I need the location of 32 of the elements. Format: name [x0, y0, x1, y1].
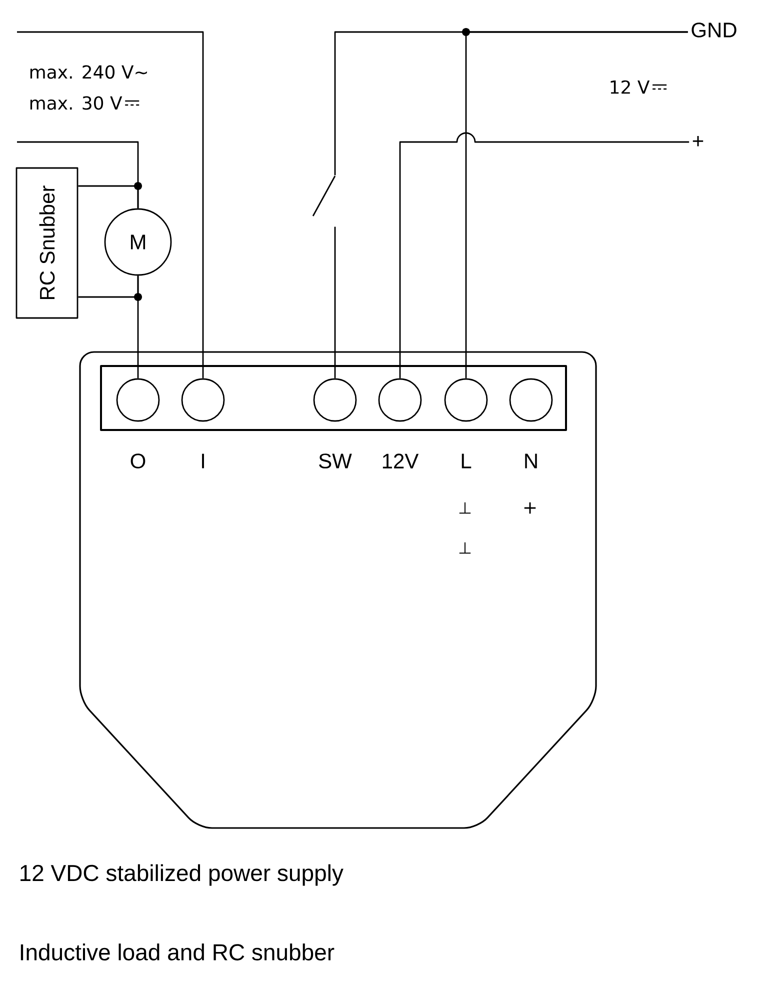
- wire: [465, 31, 688, 378]
- terminal: N: [509, 378, 553, 468]
- node-label: 12V: [382, 454, 419, 468]
- terminal: I: [181, 378, 225, 468]
- node-label: I: [202, 454, 204, 468]
- terminal-block: [100, 365, 567, 431]
- component-box: RC Snubber: [16, 167, 78, 319]
- node-label: SW: [319, 454, 352, 468]
- wire: [78, 185, 139, 208]
- device-housing: [79, 351, 597, 829]
- wire-terminal-label: GND: [692, 22, 736, 38]
- wire: [399, 132, 690, 378]
- terminal-marking: ⊥: [459, 542, 471, 554]
- terminal: O: [116, 378, 160, 468]
- switch-symbol: [312, 176, 336, 216]
- polarity-label: +: [524, 502, 536, 514]
- caption-text: Inductive load and RC snubber: [20, 944, 334, 960]
- caption-text: 12 VDC stabilized power supply: [20, 864, 344, 886]
- node-label: L: [462, 454, 472, 468]
- wire: [334, 226, 336, 378]
- terminal: L: [444, 378, 488, 468]
- terminal: SW: [313, 378, 357, 468]
- voltage-label: max. 240 V~: [30, 65, 147, 79]
- terminal: 12V: [378, 378, 422, 468]
- wire: [17, 31, 204, 378]
- node-label: N: [525, 454, 537, 468]
- voltage-label: max. 30 V: [30, 96, 122, 110]
- voltage-label: 12 V: [610, 80, 650, 94]
- wire-terminal-label: +: [692, 136, 704, 146]
- terminal-marking: ⊥: [459, 502, 471, 514]
- node-label: O: [130, 454, 146, 468]
- wire: [78, 276, 139, 298]
